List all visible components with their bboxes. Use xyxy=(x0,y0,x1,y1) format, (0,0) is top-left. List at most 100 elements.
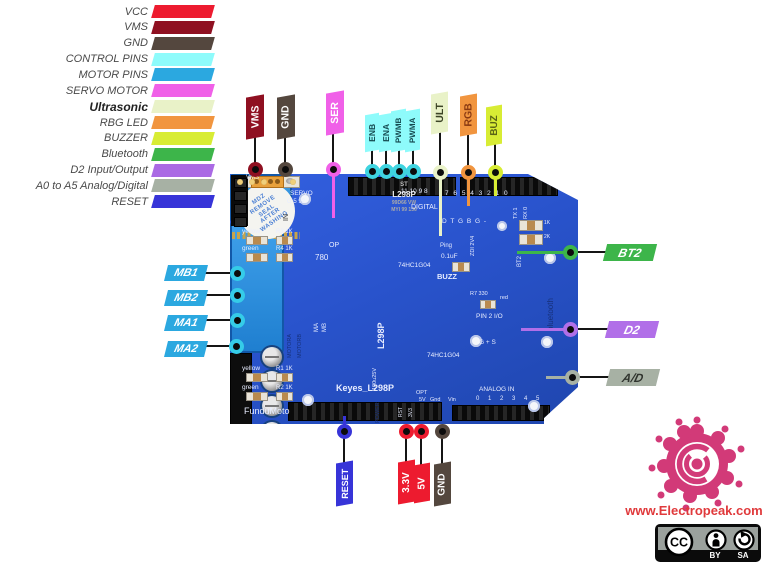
callout-flag-ma1[interactable]: MA1 xyxy=(164,315,208,331)
legend-item: SERVO MOTOR xyxy=(0,83,215,98)
silkscreen-text: BT2 xyxy=(517,255,523,267)
callout-flag-ser[interactable]: SER xyxy=(326,90,344,136)
legend-item: RESET xyxy=(0,194,215,209)
silkscreen-text: Ping xyxy=(440,243,453,249)
callout-dot-gnd-bottom xyxy=(434,423,450,439)
legend-item: CONTROL PINS xyxy=(0,52,215,67)
bt2-slot xyxy=(234,217,247,227)
silkscreen-text: BUZZ xyxy=(437,272,457,281)
silkscreen-text: Keyes_L298P xyxy=(336,383,395,393)
chip-pins-top xyxy=(232,167,300,174)
silkscreen-text: MOTORB xyxy=(297,333,303,358)
chip-logo: ST xyxy=(400,182,408,188)
transistor xyxy=(230,552,260,576)
callout-flag-ena[interactable]: ENA xyxy=(379,112,393,153)
terminal-screw xyxy=(262,422,282,424)
silkscreen-text: yellow xyxy=(242,228,261,235)
smd-resistor xyxy=(276,236,293,245)
legend-swatch xyxy=(151,52,215,66)
callout-flag-pwma[interactable]: PWMA xyxy=(405,108,420,153)
cc-by-icon xyxy=(705,529,727,551)
silkscreen-text: SERVO xyxy=(290,190,313,197)
legend-label: BUZZER xyxy=(104,132,148,145)
silkscreen-text: Gnd xyxy=(430,397,441,403)
callout-label-ser: SER xyxy=(329,101,341,125)
silkscreen-text: 5V xyxy=(419,397,426,403)
callout-flag-gnd-top[interactable]: GND xyxy=(277,94,295,140)
callout-dot-reset xyxy=(336,423,352,439)
smd-resistor xyxy=(246,253,268,262)
legend-swatch xyxy=(151,100,215,114)
silkscreen-text: D T G B G - xyxy=(442,218,488,225)
smd-resistor xyxy=(276,392,293,401)
legend-swatch xyxy=(151,179,215,193)
silkscreen-text: RST xyxy=(398,407,404,417)
smd-resistor xyxy=(246,373,268,382)
silkscreen-text: Vin xyxy=(448,397,456,403)
callout-dot-v5 xyxy=(413,423,429,439)
silkscreen-text: PIN 2 I/O xyxy=(476,313,503,320)
callout-line-vms xyxy=(253,136,257,169)
callout-label-mb2: MB2 xyxy=(172,292,200,304)
callout-label-v5: 5V xyxy=(416,475,428,491)
transistor xyxy=(230,515,260,552)
callout-flag-ma2[interactable]: MA2 xyxy=(164,341,208,357)
cc-by-label: BY xyxy=(709,551,721,560)
callout-flag-buz[interactable]: BUZ xyxy=(486,104,502,147)
motor-connector xyxy=(230,353,252,424)
callout-flag-pwmb[interactable]: PWMB xyxy=(391,108,406,153)
legend-label: VCC xyxy=(124,5,148,18)
callout-label-ma1: MA1 xyxy=(172,317,200,329)
silkscreen-text: R3 1K xyxy=(276,229,293,235)
legend-item: Bluetooth xyxy=(0,147,215,162)
legend-item: BUZZER xyxy=(0,131,215,146)
callout-flag-ult[interactable]: ULT xyxy=(431,91,448,135)
callout-flag-v33[interactable]: 3.3V xyxy=(398,459,415,505)
callout-line-v33 xyxy=(404,431,408,463)
silkscreen-text: green xyxy=(242,245,259,252)
mounting-hole xyxy=(497,221,507,231)
callout-label-pwma: PWMA xyxy=(408,117,418,144)
silkscreen-text: 74HC1G04 xyxy=(427,352,460,359)
website-url[interactable]: www.Electropeak.com xyxy=(625,503,763,518)
callout-line-ult xyxy=(438,131,442,172)
callout-flag-d2[interactable]: D2 xyxy=(604,321,660,338)
ultrasonic-pin xyxy=(268,178,273,184)
silkscreen-text: R7 330 xyxy=(470,291,488,297)
silkscreen-text: IN xyxy=(283,214,290,221)
callout-label-ena: ENA xyxy=(381,122,392,143)
legend-label: Ultrasonic xyxy=(89,99,148,114)
callout-flag-ad[interactable]: A/D xyxy=(605,369,661,386)
callout-flag-mb1[interactable]: MB1 xyxy=(164,265,208,281)
callout-line-rgb xyxy=(466,133,470,172)
callout-flag-v5[interactable]: 5V xyxy=(414,462,430,504)
callout-flag-mb2[interactable]: MB2 xyxy=(164,290,208,306)
cc-license-badge: CC BY SA xyxy=(655,524,761,562)
bt2-slot xyxy=(234,191,247,201)
legend-item: VCC xyxy=(0,4,215,19)
terminal-screw xyxy=(262,396,282,416)
legend-swatch xyxy=(151,163,215,177)
callout-flag-gnd-bottom[interactable]: GND xyxy=(434,461,451,507)
callout-flag-rgb[interactable]: RGB xyxy=(460,93,477,137)
callout-line-gnd-bottom xyxy=(440,431,444,465)
silkscreen-text: 0.1uF xyxy=(441,253,458,260)
callout-flag-reset[interactable]: RESET xyxy=(336,460,353,507)
callout-flag-enb[interactable]: ENB xyxy=(365,112,379,153)
callout-line-buz xyxy=(493,143,497,172)
legend-item: Ultrasonic xyxy=(0,99,215,114)
legend-item: RBG LED xyxy=(0,115,215,130)
callout-flag-bt2[interactable]: BT2 xyxy=(602,244,658,261)
legend-swatch xyxy=(151,84,215,98)
legend-swatch xyxy=(151,116,215,129)
silkscreen-text: VMS xyxy=(246,175,260,181)
callout-label-d2: D2 xyxy=(622,322,642,337)
legend-label: CONTROL PINS xyxy=(65,53,148,65)
callout-label-gnd-top: GND xyxy=(280,104,292,130)
callout-flag-vms[interactable]: VMS xyxy=(246,94,264,140)
legend-swatch xyxy=(151,20,215,34)
callout-label-bt2: BT2 xyxy=(616,245,644,260)
silkscreen-text: FunduMoto xyxy=(244,406,290,416)
callout-dot-v33 xyxy=(398,423,414,439)
